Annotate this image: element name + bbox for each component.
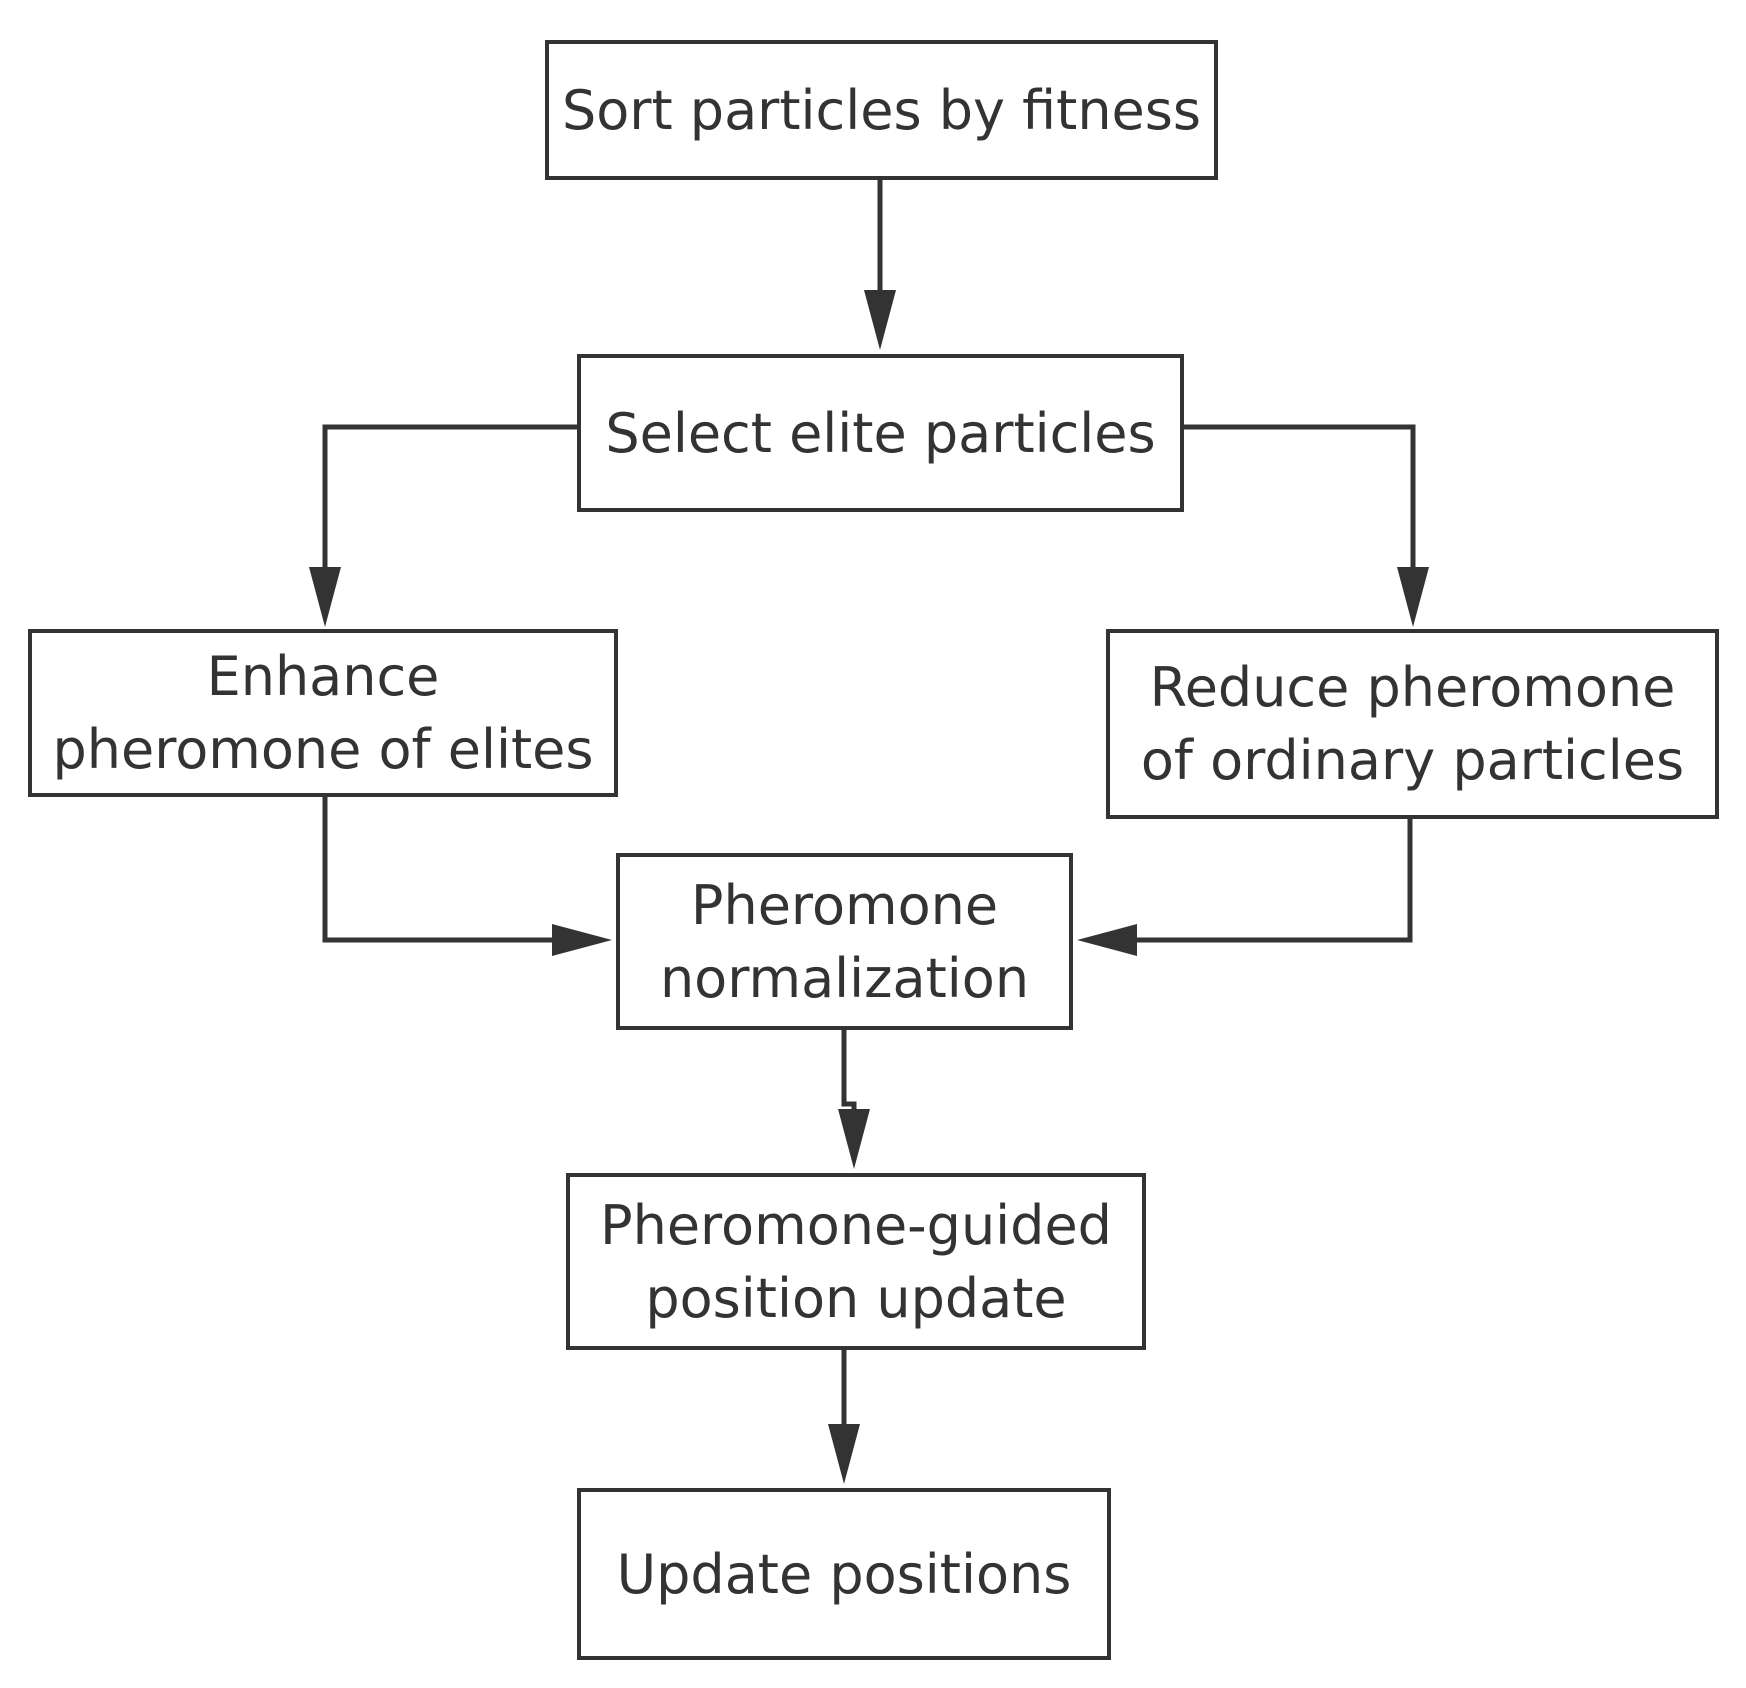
edge-line xyxy=(1184,424,1416,595)
node-pheromone-normalization: Pheromone normalization xyxy=(616,853,1073,1030)
node-label-line-1: Pheromone-guided xyxy=(600,1193,1112,1257)
node-reduce-pheromone: Reduce pheromone of ordinary particles xyxy=(1106,629,1719,819)
node-label-line-1: Enhance xyxy=(206,645,440,708)
edge-line xyxy=(322,424,577,595)
node-label-line-1: Pheromone xyxy=(690,873,999,937)
node-label: Select elite particles xyxy=(605,401,1156,465)
arrowhead xyxy=(864,290,896,350)
edge-sort-to-select xyxy=(864,180,896,350)
edge-reduce-to-normalize xyxy=(1077,819,1413,956)
node-label-line-2: normalization xyxy=(659,946,1030,1010)
edge-guided-to-update xyxy=(828,1350,860,1484)
edge-line xyxy=(322,797,572,943)
edge-line xyxy=(1117,819,1413,943)
edge-enhance-to-normalize xyxy=(322,797,612,956)
node-label-line-2: position update xyxy=(645,1266,1067,1330)
node-label-line-1: Reduce pheromone xyxy=(1149,656,1676,719)
arrowhead xyxy=(828,1424,860,1484)
node-sort-particles: Sort particles by fitness xyxy=(545,40,1218,180)
edge-normalize-to-guided xyxy=(838,1030,870,1169)
edge-select-to-reduce xyxy=(1184,424,1429,627)
arrowhead xyxy=(838,1109,870,1169)
arrowhead xyxy=(1397,567,1429,627)
arrowhead xyxy=(1077,924,1137,956)
node-label: Sort particles by fitness xyxy=(561,78,1202,142)
node-enhance-pheromone: Enhance pheromone of elites xyxy=(28,629,618,797)
edge-select-to-enhance xyxy=(309,424,577,627)
node-update-positions: Update positions xyxy=(577,1488,1111,1660)
arrowhead xyxy=(552,924,612,956)
node-label: Update positions xyxy=(616,1542,1072,1606)
node-select-elite: Select elite particles xyxy=(577,354,1184,512)
node-label-line-2: pheromone of elites xyxy=(52,718,594,781)
node-pheromone-guided-update: Pheromone-guided position update xyxy=(566,1173,1146,1350)
arrowhead xyxy=(309,567,341,627)
node-label-line-2: of ordinary particles xyxy=(1140,729,1685,792)
